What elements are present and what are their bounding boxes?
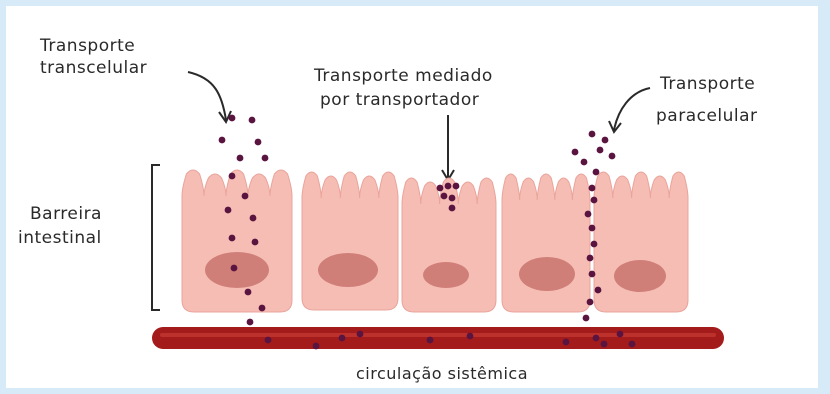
molecule-dot bbox=[236, 154, 244, 162]
blood-vessel-body bbox=[152, 327, 724, 349]
molecule-dot bbox=[562, 338, 570, 346]
molecule-dot bbox=[586, 254, 594, 262]
molecule-dot bbox=[426, 336, 434, 344]
molecule-dot bbox=[436, 184, 444, 192]
molecule-dot bbox=[592, 168, 600, 176]
label-circulation: circulação sistêmica bbox=[356, 364, 528, 383]
epithelial-cell bbox=[501, 173, 591, 313]
molecule-dot bbox=[244, 288, 252, 296]
molecule-dot bbox=[588, 224, 596, 232]
molecule-dot bbox=[588, 130, 596, 138]
molecule-dot bbox=[448, 204, 456, 212]
molecule-dot bbox=[608, 152, 616, 160]
epithelial-cells bbox=[181, 169, 689, 313]
blood-vessel bbox=[152, 327, 724, 349]
molecule-dot bbox=[218, 136, 226, 144]
transported-molecules bbox=[218, 114, 636, 350]
molecule-dot bbox=[452, 182, 460, 190]
molecule-dot bbox=[249, 214, 257, 222]
molecule-dot bbox=[246, 318, 254, 326]
molecule-dot bbox=[586, 298, 594, 306]
label-paracellular-line2: paracelular bbox=[656, 106, 758, 126]
molecule-dot bbox=[444, 182, 452, 190]
label-paracellular-line1: Transporte bbox=[660, 74, 756, 94]
epithelial-cell bbox=[301, 171, 399, 311]
molecule-dot bbox=[596, 146, 604, 154]
molecule-dot bbox=[261, 154, 269, 162]
label-mediated-line1: Transporte mediado bbox=[314, 66, 493, 86]
molecule-dot bbox=[440, 192, 448, 200]
molecule-dot bbox=[258, 304, 266, 312]
molecule-dot bbox=[584, 210, 592, 218]
molecule-dot bbox=[601, 136, 609, 144]
cell-nucleus bbox=[318, 253, 378, 287]
molecule-dot bbox=[466, 332, 474, 340]
label-barrier-line1: Barreira bbox=[30, 204, 102, 224]
molecule-dot bbox=[254, 138, 262, 146]
molecule-dot bbox=[230, 264, 238, 272]
paracellular-arrow bbox=[613, 87, 651, 131]
molecule-dot bbox=[228, 114, 236, 122]
molecule-dot bbox=[224, 206, 232, 214]
cell-nucleus bbox=[205, 252, 269, 288]
cell-nucleus bbox=[614, 260, 666, 292]
molecule-dot bbox=[338, 334, 346, 342]
label-barrier-line2: intestinal bbox=[18, 228, 102, 248]
paracellular-arrowhead bbox=[608, 120, 622, 134]
molecule-dot bbox=[264, 336, 272, 344]
molecule-dot bbox=[228, 172, 236, 180]
molecule-dot bbox=[571, 148, 579, 156]
molecule-dot bbox=[590, 196, 598, 204]
label-transcellular-line2: transcelular bbox=[40, 58, 148, 78]
transcellular-arrowhead bbox=[218, 110, 232, 125]
epithelial-cell bbox=[181, 169, 293, 313]
cell-nucleus bbox=[423, 262, 469, 288]
molecule-dot bbox=[448, 194, 456, 202]
molecule-dot bbox=[592, 334, 600, 342]
label-mediated-line2: por transportador bbox=[320, 90, 480, 110]
molecule-dot bbox=[582, 314, 590, 322]
molecule-dot bbox=[580, 158, 588, 166]
transcellular-arrow bbox=[187, 71, 227, 121]
molecule-dot bbox=[590, 240, 598, 248]
molecule-dot bbox=[588, 184, 596, 192]
label-transcellular-line1: Transporte bbox=[40, 36, 136, 56]
barrier-bracket bbox=[151, 164, 160, 311]
molecule-dot bbox=[600, 340, 608, 348]
molecule-dot bbox=[628, 340, 636, 348]
molecule-dot bbox=[616, 330, 624, 338]
molecule-dot bbox=[356, 330, 364, 338]
molecule-dot bbox=[588, 270, 596, 278]
molecule-dot bbox=[228, 234, 236, 242]
molecule-dot bbox=[312, 342, 320, 350]
molecule-dot bbox=[594, 286, 602, 294]
molecule-dot bbox=[251, 238, 259, 246]
cell-nucleus bbox=[519, 257, 575, 291]
molecule-dot bbox=[248, 116, 256, 124]
blood-vessel-highlight bbox=[160, 333, 716, 337]
molecule-dot bbox=[241, 192, 249, 200]
